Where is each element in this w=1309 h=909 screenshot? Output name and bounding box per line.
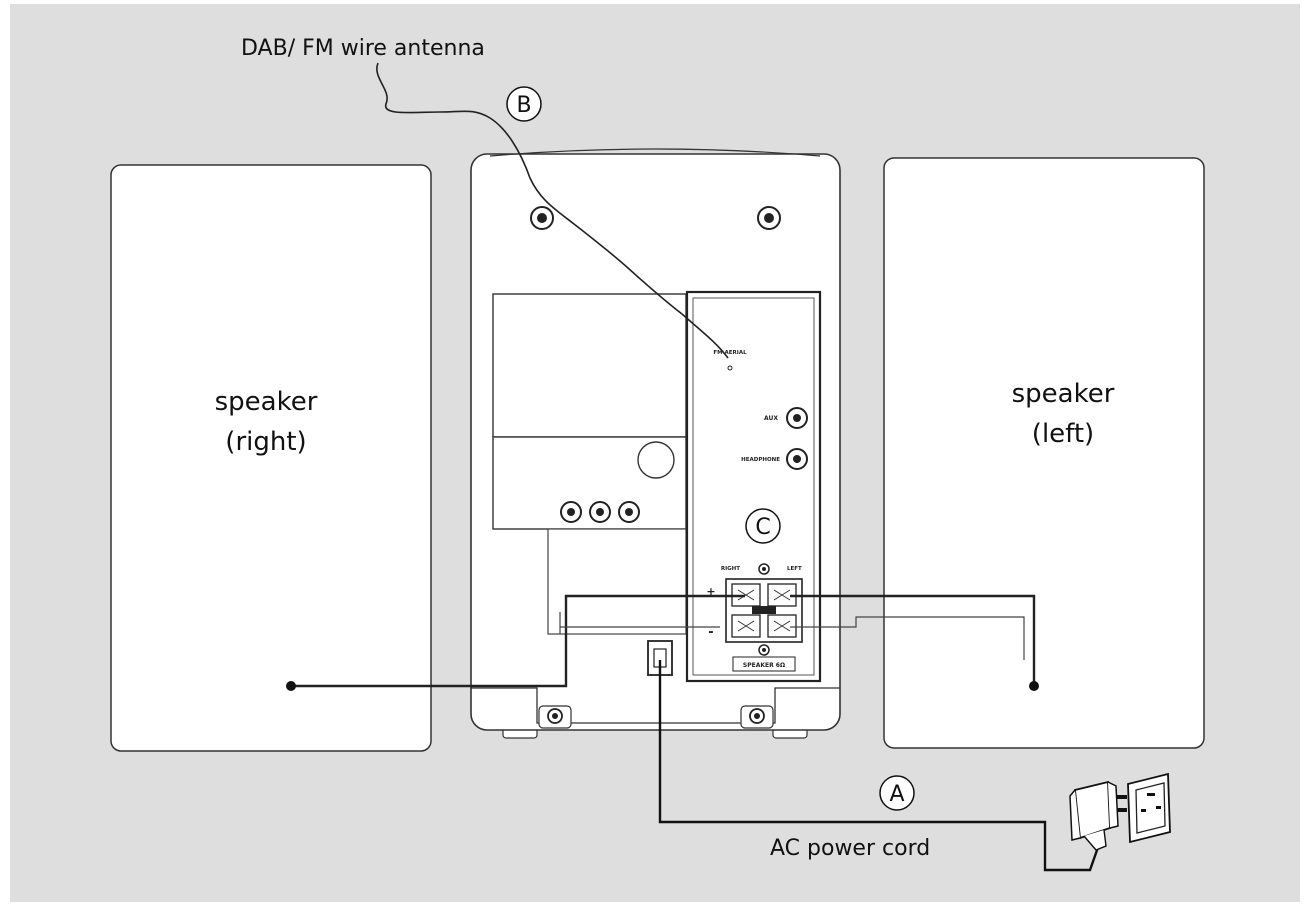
- aux-label: AUX: [764, 415, 778, 422]
- speaker-right-label: speaker: [215, 387, 318, 417]
- fm-aerial-socket: [727, 365, 733, 371]
- screw-bottom-right: [740, 705, 774, 729]
- callout-a: A: [879, 775, 915, 811]
- rca-jacks: [560, 501, 640, 523]
- terminal-right-label: RIGHT: [721, 566, 740, 572]
- headphone-label: HEADPHONE: [741, 457, 780, 463]
- terminal-minus: -: [708, 625, 713, 640]
- speaker-right-connection-point: [286, 681, 296, 691]
- power-cord-label: AC power cord: [770, 836, 930, 861]
- screw-top-left: [530, 206, 554, 230]
- power-adapter-icon: [1069, 780, 1127, 851]
- svg-text:B: B: [516, 93, 531, 118]
- speaker-impedance-label: SPEAKER 6Ω: [743, 662, 785, 669]
- svg-text:A: A: [889, 782, 904, 807]
- main-unit: FM AERIAL AUX HEADPHONE RIGHT LEFT + -: [470, 148, 841, 739]
- terminal-plus: +: [706, 585, 715, 598]
- aux-jack: [786, 407, 808, 429]
- callout-b: B: [506, 86, 542, 122]
- headphone-jack: [786, 448, 808, 470]
- antenna-wire: [376, 62, 729, 359]
- speaker-left: speaker (left): [883, 157, 1205, 749]
- speaker-terminal-block: [725, 578, 803, 643]
- speaker-left-sublabel: (left): [1032, 419, 1094, 449]
- antenna-label: DAB/ FM wire antenna: [241, 36, 485, 61]
- round-port: [637, 441, 675, 479]
- callout-c: C: [745, 508, 781, 544]
- fm-aerial-label: FM AERIAL: [713, 350, 747, 356]
- screw-top-right: [757, 206, 781, 230]
- ac-power-cord: [658, 660, 1104, 872]
- speaker-cable-right: [291, 594, 745, 688]
- svg-text:C: C: [755, 515, 770, 540]
- terminal-left-label: LEFT: [787, 566, 802, 572]
- speaker-right: speaker (right): [110, 164, 432, 752]
- speaker-left-connection-point: [1029, 681, 1039, 691]
- speaker-cable-left: [790, 594, 1036, 686]
- speaker-right-sublabel: (right): [225, 427, 306, 457]
- upper-compartment: [492, 293, 687, 438]
- wall-socket-icon: [1127, 772, 1171, 844]
- speaker-left-label: speaker: [1012, 379, 1115, 409]
- screw-bottom-left: [538, 705, 572, 729]
